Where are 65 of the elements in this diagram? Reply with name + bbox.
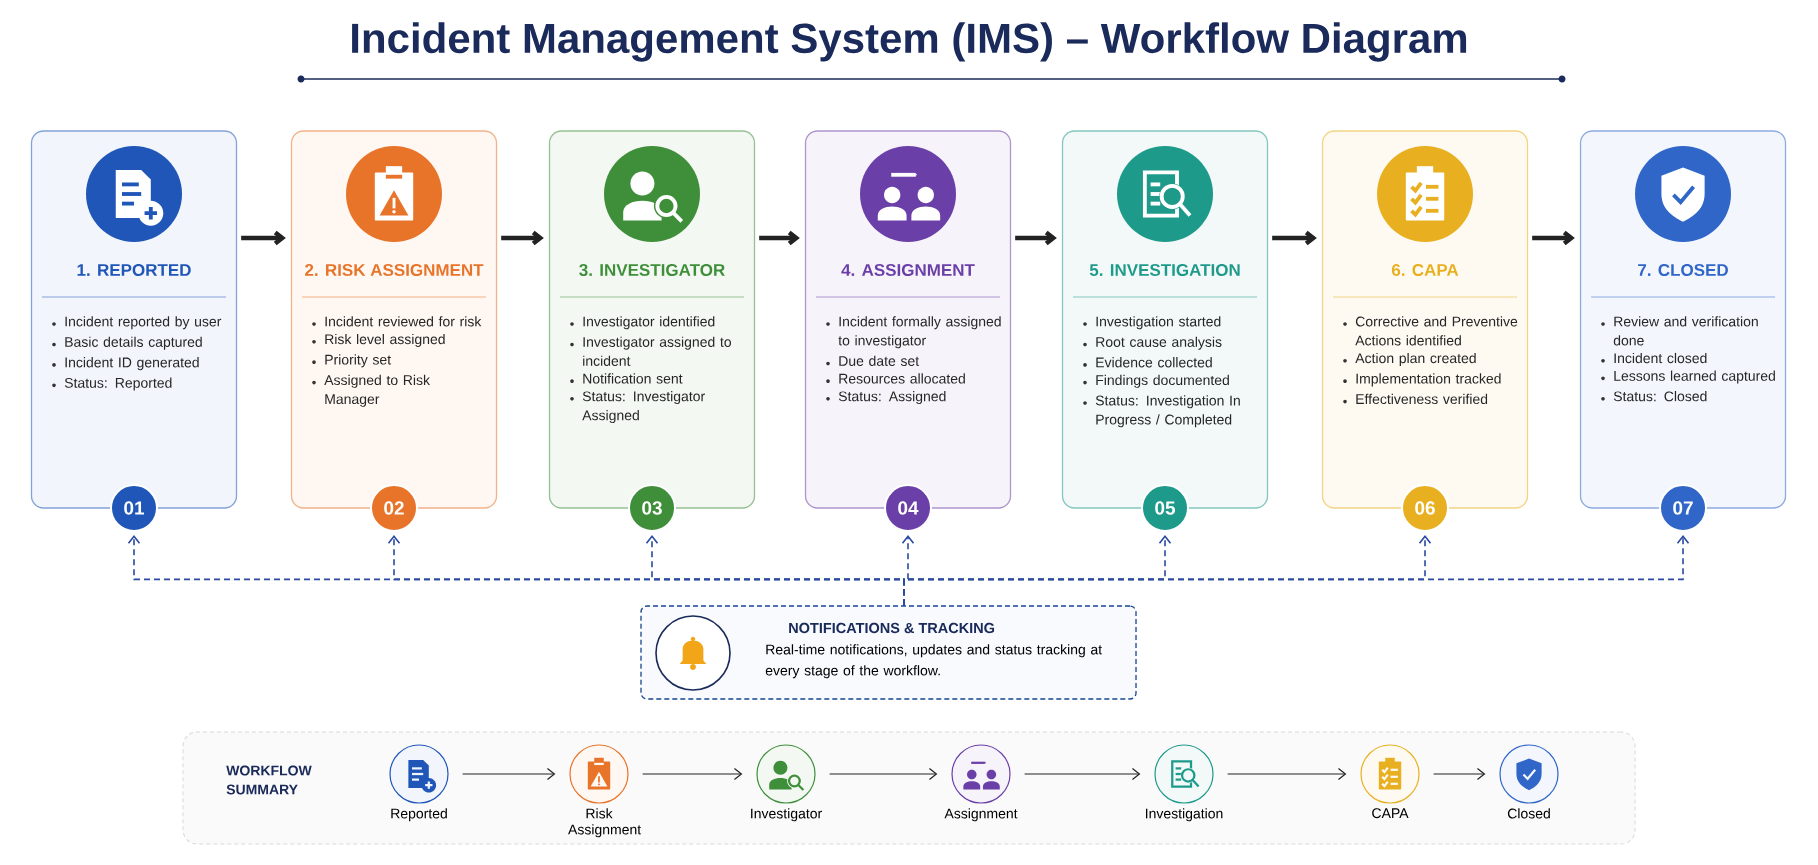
bullet-item: Review and verification done [1601, 316, 1758, 346]
bullet-item: Corrective and Preventive Actions identified [1343, 316, 1518, 346]
step-label: Closed [1507, 808, 1550, 819]
arrow [1433, 767, 1486, 781]
bullet-item: Incident reported by user [52, 316, 222, 330]
bullet-item: Investigation started [1083, 316, 1221, 330]
step-label: CAPA [1372, 808, 1409, 819]
card-heading: 2. RISK ASSIGNMENT [305, 264, 484, 277]
bullet-item: Incident formally assigned to investigator [826, 316, 1001, 349]
step-label: Investigator [751, 808, 822, 822]
step-badge: 07 [1659, 484, 1707, 532]
bullet-item: Root cause analysis [1083, 336, 1222, 350]
card-heading: 7. CLOSED [1638, 264, 1728, 277]
arrow [1024, 767, 1141, 781]
arrow [462, 767, 556, 781]
bullet-item: Findings documented [1083, 374, 1229, 388]
bullet-item: Status: Investigation In Progress / Completed [1083, 395, 1240, 428]
bullet-item: Incident ID generated [52, 357, 199, 371]
step-label: Investigation [1146, 808, 1223, 822]
card-heading: 4. ASSIGNMENT [841, 264, 975, 277]
arrow [759, 230, 800, 246]
arrow [241, 230, 286, 246]
bullet-item: Priority set [312, 354, 391, 368]
card-heading: 1. REPORTED [77, 264, 191, 277]
arrow [1532, 230, 1575, 246]
bullet-item: Notification sent [570, 373, 683, 384]
bullet-item: Due date set [826, 355, 920, 366]
step-badge: 06 [1401, 484, 1449, 532]
bullet-item: Investigator identified [570, 316, 715, 330]
bullet-item: Basic details captured [52, 336, 202, 350]
step-badge: 02 [370, 484, 418, 532]
bullet-item: Investigator assigned to incident [570, 336, 731, 366]
arrow [642, 767, 743, 781]
step-badge: 04 [884, 484, 932, 532]
arrow [1227, 767, 1347, 781]
bullet-item: Implementation tracked [1343, 373, 1501, 387]
bullet-item: Lessons learned captured [1601, 370, 1775, 384]
card-heading: 3. INVESTIGATOR [579, 263, 725, 277]
bullet-item: Action plan created [1343, 352, 1476, 366]
bullet-item: Status: Reported [52, 377, 172, 391]
bullet-item: Assigned to Risk Manager [312, 374, 431, 407]
arrow [903, 535, 1690, 607]
step-badge: 03 [628, 484, 676, 532]
arrow [501, 230, 544, 246]
bullet-item: Evidence collected [1083, 357, 1212, 368]
bullet-item: Status: Closed [1601, 391, 1707, 402]
bullet-item: Risk level assigned [312, 333, 445, 347]
notification-box: NOTIFICATIONS & TRACKING Real-time notifications, updates and status tracking at every stage of the workflow. [640, 605, 1137, 700]
bullet-item: Incident closed [1601, 352, 1707, 364]
bullet-item: Resources allocated [826, 373, 965, 384]
step-badge: 01 [110, 484, 158, 532]
card-heading: 6. CAPA [1391, 264, 1459, 277]
step-label: Risk Assignment [568, 808, 642, 838]
arrow [1272, 230, 1317, 246]
title: Incident Management System (IMS) – Workflow Diagram [352, 22, 1467, 62]
bullet-item: Status: Investigator Assigned [570, 391, 705, 424]
arrow [829, 767, 938, 781]
bullet-item: Incident reviewed for risk [312, 316, 482, 327]
step-label: Reported [391, 808, 447, 822]
step-badge: 05 [1141, 484, 1189, 532]
step-label: Assignment [944, 808, 1018, 822]
bullet-item: Effectiveness verified [1343, 393, 1488, 405]
arrow [1015, 230, 1057, 246]
card-heading: 5. INVESTIGATION [1089, 264, 1240, 277]
bullet-item: Status: Assigned [826, 391, 946, 405]
